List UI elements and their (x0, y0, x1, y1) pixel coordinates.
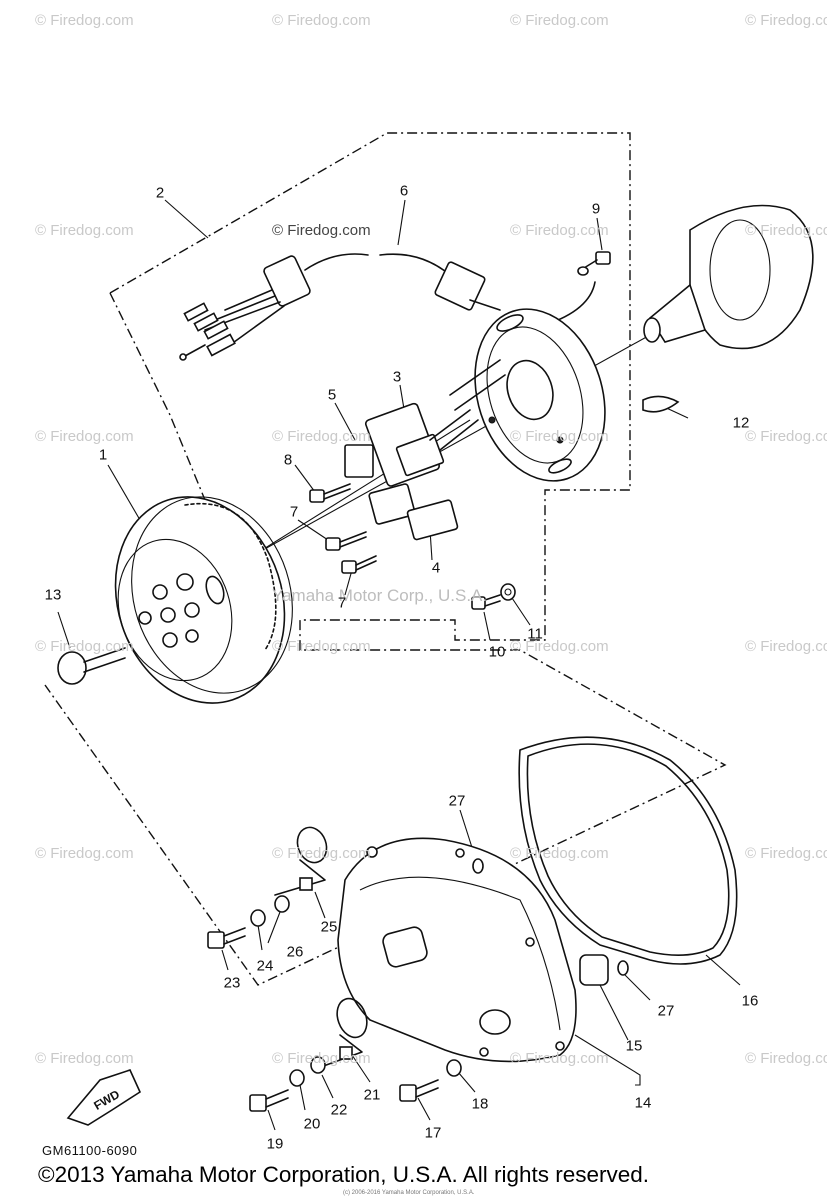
callout-16: 16 (741, 992, 759, 1010)
watermark: © Firedog.com (745, 845, 827, 862)
callout-13: 13 (44, 586, 62, 604)
callout-10: 10 (488, 643, 506, 661)
callout-25: 25 (320, 918, 338, 936)
lower-fasteners (207, 858, 629, 1112)
bolt-9 (577, 251, 611, 276)
crankcase-cover (337, 837, 577, 1063)
callout-8: 8 (283, 451, 293, 469)
watermark: © Firedog.com (272, 845, 371, 862)
fine-print: (c) 2006-2016 Yamaha Motor Corporation, … (343, 1190, 475, 1196)
callout-20: 20 (303, 1115, 321, 1133)
callout-18: 18 (471, 1095, 489, 1113)
callout-27a: 27 (448, 792, 466, 810)
callout-11: 11 (527, 625, 543, 643)
watermark: © Firedog.com (272, 222, 371, 239)
watermark: © Firedog.com (745, 1050, 827, 1067)
callout-23: 23 (223, 974, 241, 992)
gasket (518, 736, 738, 965)
watermark: © Firedog.com (510, 845, 609, 862)
stator-plate (449, 308, 606, 482)
flywheel (114, 496, 293, 704)
watermark: © Firedog.com (510, 12, 609, 29)
watermark: © Firedog.com (510, 222, 609, 239)
wire-harness (179, 253, 596, 361)
watermark: © Firedog.com (272, 428, 371, 445)
flywheel-bolt (57, 647, 126, 685)
callout-15: 15 (625, 1037, 643, 1055)
watermark: © Firedog.com (35, 638, 134, 655)
callout-17: 17 (424, 1124, 442, 1142)
callout-1: 1 (98, 446, 108, 464)
watermark: © Firedog.com (35, 428, 134, 445)
callout-22: 22 (330, 1101, 348, 1119)
callout-9: 9 (591, 200, 601, 218)
watermark: © Firedog.com (272, 12, 371, 29)
callout-27b: 27 (657, 1002, 675, 1020)
stamp-watermark: Yamaha Motor Corp., U.S.A. (272, 586, 488, 605)
watermark: © Firedog.com (35, 845, 134, 862)
watermark: © Firedog.com (745, 428, 827, 445)
watermark: © Firedog.com (510, 428, 609, 445)
callout-21: 21 (363, 1086, 381, 1104)
callout-24: 24 (256, 957, 274, 975)
callout-3: 3 (392, 368, 402, 386)
watermark: © Firedog.com (272, 1050, 371, 1067)
callout-19: 19 (266, 1135, 284, 1153)
brush-assembly (344, 402, 479, 541)
washers-upper (471, 583, 516, 610)
copyright-notice: ©2013 Yamaha Motor Corporation, U.S.A. A… (38, 1162, 650, 1187)
callout-26: 26 (286, 943, 304, 961)
diagram-code: GM61100-6090 (42, 1143, 138, 1158)
callout-4: 4 (431, 559, 441, 577)
watermark: © Firedog.com (35, 12, 134, 29)
callout-14: 14 (634, 1094, 652, 1112)
watermark: © Firedog.com (510, 638, 609, 655)
small-bolts (309, 483, 377, 574)
watermark: © Firedog.com (745, 222, 827, 239)
callout-2: 2 (155, 184, 165, 202)
watermark: © Firedog.com (745, 12, 827, 29)
watermark: © Firedog.com (510, 1050, 609, 1067)
clamps (274, 826, 368, 1069)
callout-7b: 7 (337, 594, 347, 612)
upper-group-outline (44, 132, 727, 986)
watermark: © Firedog.com (272, 638, 371, 655)
callout-12: 12 (732, 414, 750, 432)
watermark: © Firedog.com (745, 638, 827, 655)
crank-shaft (642, 204, 814, 413)
watermark: © Firedog.com (35, 222, 134, 239)
callout-6: 6 (399, 182, 409, 200)
callout-7a: 7 (289, 503, 299, 521)
watermark: © Firedog.com (35, 1050, 134, 1067)
fwd-arrow (66, 1069, 142, 1126)
callout-5: 5 (327, 386, 337, 404)
